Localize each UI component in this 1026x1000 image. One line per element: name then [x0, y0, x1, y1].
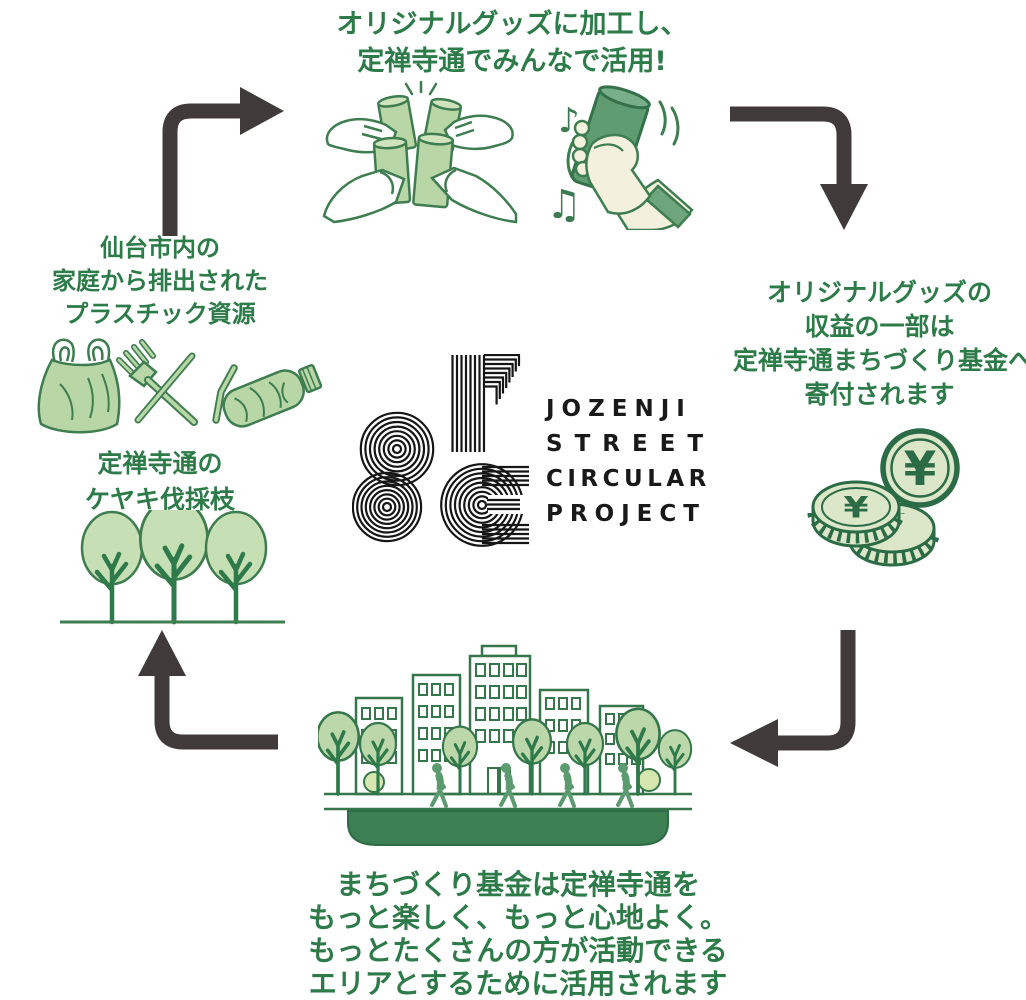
- plastic-straw: [212, 364, 238, 424]
- music-note-icon: ♪: [558, 101, 580, 141]
- caption-line: 定禅寺通の: [97, 449, 223, 478]
- right-caption: オリジナルグッズの 収益の一部は 定禅寺通まちづくり基金へ 寄付されます: [733, 276, 1026, 412]
- toast-illustration-icon: [322, 80, 518, 224]
- yen-symbol: ¥: [904, 442, 937, 497]
- caption-line: 仙台市内の: [100, 234, 220, 262]
- bush: [637, 768, 661, 792]
- caption-line: 収益の一部は: [804, 312, 955, 341]
- logo-line: STREET: [546, 431, 716, 457]
- plastic-stick: [134, 352, 196, 424]
- caption-line: 家庭から排出された: [52, 267, 268, 295]
- tree: [80, 510, 144, 625]
- shaking-tumbler-illustration-icon: ♪ ♫: [546, 85, 694, 230]
- caption-line: オリジナルグッズの: [766, 278, 992, 307]
- coins-illustration-icon: ¥ ¥: [807, 428, 960, 567]
- logo-line: JOZENJI: [546, 396, 692, 422]
- caption-line: まちづくり基金は定禅寺通を: [335, 868, 700, 901]
- arrow-right-to-bottom-icon: [730, 630, 856, 767]
- yen-coin-large: ¥: [880, 428, 960, 508]
- caption-line: プラスチック資源: [64, 300, 256, 328]
- arrow-top-to-right-icon: [730, 106, 868, 230]
- logo-line: CIRCULAR: [546, 466, 711, 492]
- plastic-bag: [37, 338, 121, 434]
- logo-line: PROJECT: [546, 501, 706, 527]
- coin-stack: ¥: [807, 480, 940, 567]
- plastic-waste-illustration-icon: [37, 338, 322, 434]
- platform: [347, 810, 669, 846]
- logo-wordmark: JOZENJI STREET CIRCULAR PROJECT: [546, 392, 715, 532]
- caption-line: オリジナルグッズに加工し、: [336, 9, 688, 40]
- clink-sparkles: [404, 80, 438, 96]
- caption-line: 定禅寺通でみんなで活用!: [357, 46, 667, 77]
- j-stem: [451, 355, 486, 452]
- plastic-fork: [116, 339, 198, 426]
- tree: [139, 510, 209, 625]
- spiral-cluster-bottom: [352, 471, 423, 543]
- arrow-left-to-top-icon: [162, 87, 284, 236]
- caption-line: 寄付されます: [804, 380, 955, 409]
- gripping-fingertips: [571, 119, 592, 178]
- caption-line: 定禅寺通まちづくり基金へ: [733, 346, 1026, 375]
- street-lines: [324, 792, 692, 811]
- tree: [204, 510, 268, 625]
- street-scene-illustration-icon: [318, 644, 693, 846]
- top-caption: オリジナルグッズに加工し、 定禅寺通でみんなで活用!: [262, 6, 762, 80]
- logo-mark-icon: [352, 354, 537, 547]
- c-stripes: [482, 465, 529, 545]
- caption-line: エリアとするために活用されます: [308, 967, 728, 1000]
- music-note-icon: ♫: [546, 182, 582, 228]
- bottom-caption: まちづくり基金は定禅寺通を もっと楽しく、もっと心地よく。 もっとたくさんの方が…: [258, 868, 778, 1000]
- bush: [363, 771, 385, 793]
- plastic-bottle: [222, 363, 322, 428]
- left-top-caption: 仙台市内の 家庭から排出された プラスチック資源: [15, 232, 305, 331]
- lower-hands: [322, 166, 518, 224]
- j-flag: [484, 354, 521, 405]
- spiral-cluster-top: [359, 411, 435, 487]
- left-bottom-caption: 定禅寺通の ケヤキ伐採枝: [15, 446, 305, 518]
- caption-line: もっとたくさんの方が活動できる: [308, 934, 728, 967]
- zelkova-trees-illustration-icon: [60, 510, 285, 625]
- palm: [585, 133, 652, 215]
- caption-line: もっと楽しく、もっと心地よく。: [307, 901, 728, 934]
- yen-symbol: ¥: [843, 490, 868, 525]
- arrow-bottom-to-left-icon: [138, 630, 278, 750]
